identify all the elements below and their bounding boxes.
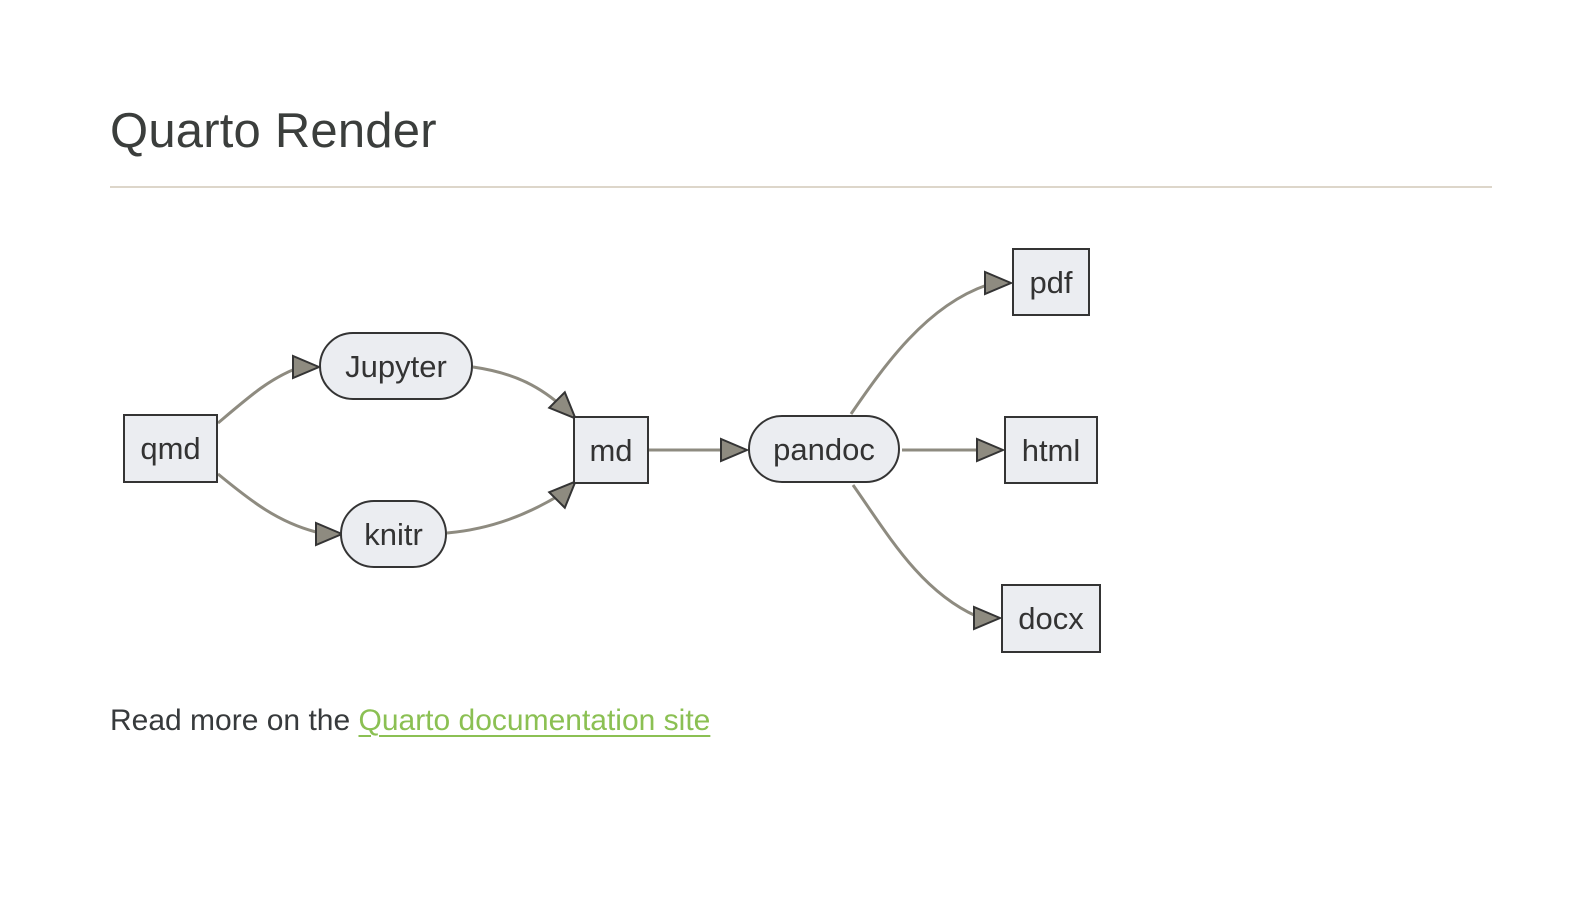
edge-qmd-jupyter [217,367,296,425]
node-qmd: qmd [123,414,218,483]
edge-pandoc-docx [851,484,977,618]
edge-pandoc-pdf [849,283,988,415]
arrowhead-pandoc-html [976,437,1006,463]
node-md: md [573,416,649,484]
node-html: html [1004,416,1098,484]
node-pdf: pdf [1012,248,1090,316]
quarto-documentation-link[interactable]: Quarto documentation site [358,704,711,737]
edge-qmd-knitr [217,472,317,534]
edge-knitr-md [446,491,564,535]
node-jupyter: Jupyter [319,332,473,400]
arrowhead-knitr-md [547,479,578,510]
node-pandoc: pandoc [748,415,900,483]
read-more-prefix: Read more on the [110,704,359,737]
arrowhead-qmd-jupyter [292,354,322,380]
arrowhead-jupyter-md [547,390,578,421]
arrowhead-md-pandoc [720,437,750,463]
title-divider [110,186,1492,188]
page-title: Quarto Render [110,104,437,158]
arrowhead-pandoc-docx [973,605,1003,631]
edge-jupyter-md [472,365,567,411]
read-more-text: Read more on the Quarto documentation si… [110,704,710,738]
arrowhead-pandoc-pdf [984,270,1014,296]
node-knitr: knitr [340,500,447,568]
node-docx: docx [1001,584,1101,653]
arrowhead-qmd-knitr [315,521,345,547]
